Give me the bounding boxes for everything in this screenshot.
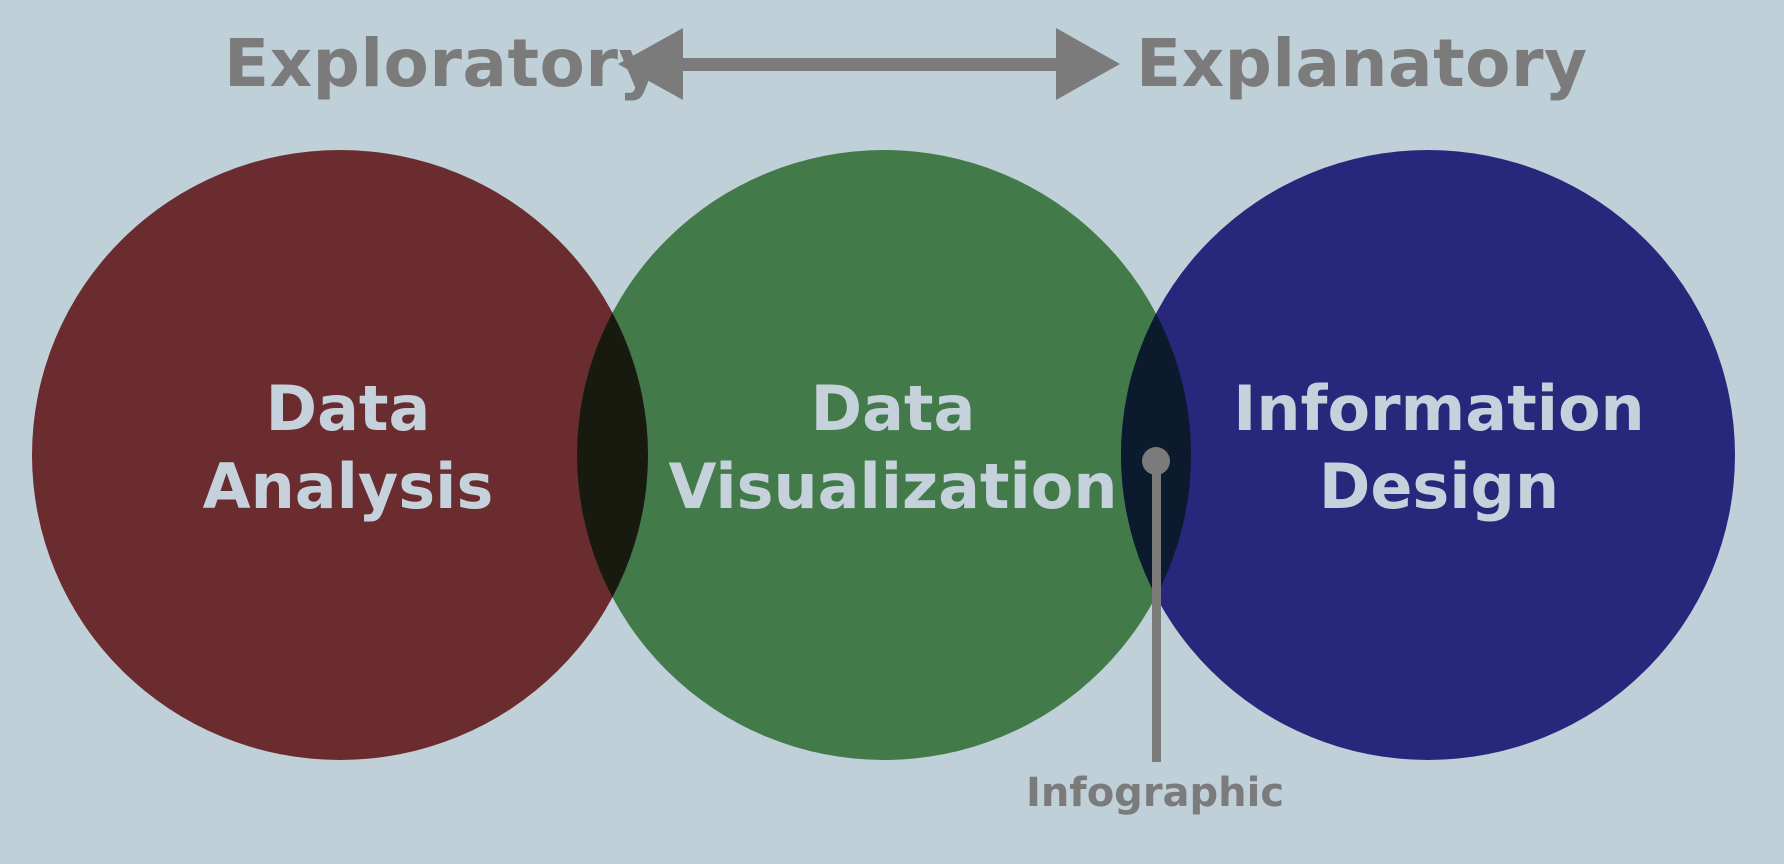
infographic-pointer-dot (1142, 447, 1170, 475)
data-visualization-label-line2: Visualization (668, 450, 1118, 523)
information-design-circle (1121, 150, 1735, 760)
spectrum-arrow (618, 28, 1120, 100)
spectrum-arrow-shaft (660, 58, 1080, 71)
information-design-label-line2: Design (1318, 450, 1560, 523)
data-visualization-label: Data Visualization (613, 370, 1173, 526)
infographic-pointer-line (1152, 460, 1161, 762)
data-visualization-label-line1: Data (810, 372, 976, 445)
data-analysis-circle (32, 150, 648, 760)
spectrum-arrow-right-head (1056, 28, 1120, 100)
spectrum-arrow-left-head (618, 28, 683, 100)
infographic-pointer (1142, 447, 1170, 762)
data-visualization-circle (577, 150, 1191, 760)
data-analysis-label-line1: Data (265, 372, 431, 445)
information-design-label-line1: Information (1233, 372, 1645, 445)
infographic-label: Infographic (1025, 770, 1285, 816)
data-analysis-label: Data Analysis (68, 370, 628, 526)
exploratory-label: Exploratory (224, 25, 662, 102)
explanatory-label: Explanatory (1136, 25, 1588, 102)
information-design-label: Information Design (1159, 370, 1719, 526)
data-analysis-label-line2: Analysis (202, 450, 494, 523)
